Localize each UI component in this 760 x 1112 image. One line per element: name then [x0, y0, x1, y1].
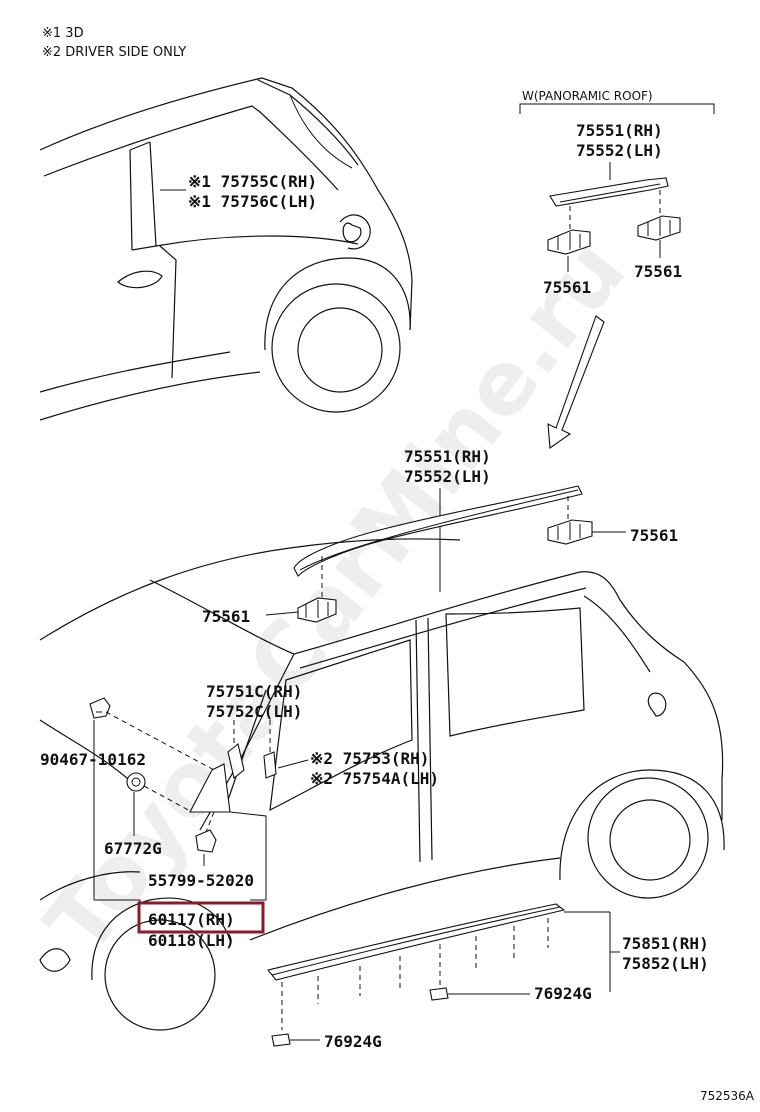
bracket-part	[195, 829, 217, 853]
diagram-code: 752536A	[700, 1089, 755, 1103]
label-grommet: 67772G	[104, 839, 162, 858]
label-clip-rocker-right: 76924G	[534, 984, 592, 1003]
arrow-inset-to-main	[547, 315, 605, 449]
label-clip-main-right: 75561	[630, 526, 678, 545]
panoramic-bracket	[519, 103, 715, 114]
label-roof-rail-top-lh: 75552(LH)	[576, 141, 663, 160]
label-mirror-lh[interactable]: 60118(LH)	[148, 931, 235, 950]
roof-rail-top-part	[549, 177, 669, 207]
clip-top-left-part	[547, 229, 591, 255]
grommet-part	[126, 772, 146, 792]
label-rocker-lh: 75852(LH)	[622, 954, 709, 973]
clip-rocker-left-part	[271, 1033, 291, 1047]
label-clip-main-left: 75561	[202, 607, 250, 626]
label-pillar-lh: ※1 75756C(LH)	[188, 192, 317, 211]
note-driver-side: ※2 DRIVER SIDE ONLY	[42, 45, 186, 60]
label-emblem-rh: ※2 75753(RH)	[310, 749, 429, 768]
label-emblem-lh: ※2 75754A(LH)	[310, 769, 439, 788]
top-car-illustration	[39, 77, 413, 421]
label-roof-rail-main-lh: 75552(LH)	[404, 467, 491, 486]
clip-top-right-part	[637, 215, 681, 241]
label-garnish-rh: 75751C(RH)	[206, 682, 302, 701]
label-pillar-rh: ※1 75755C(RH)	[188, 172, 317, 191]
highlight-box-60117	[137, 901, 265, 934]
label-bracket: 55799-52020	[148, 871, 254, 890]
main-car-illustration	[39, 538, 725, 1031]
label-mirror-rh[interactable]: 60117(RH)	[148, 910, 235, 929]
label-roof-rail-main-rh: 75551(RH)	[404, 447, 491, 466]
garnish-part	[227, 743, 277, 779]
label-clip-top-right: 75561	[634, 262, 682, 281]
label-rocker-rh: 75851(RH)	[622, 934, 709, 953]
rocker-molding-part	[267, 903, 566, 981]
roof-rail-main-part	[293, 485, 583, 577]
label-clip-rocker-left: 76924G	[324, 1032, 382, 1051]
clip-main-right-part	[547, 519, 593, 545]
label-bolt: 90467-10162	[40, 750, 146, 769]
bolt-part	[89, 697, 111, 719]
note-3d: ※1 3D	[42, 26, 84, 41]
label-roof-rail-top-rh: 75551(RH)	[576, 121, 663, 140]
clip-main-left-part	[297, 597, 337, 623]
panoramic-roof-label: W(PANORAMIC ROOF)	[522, 89, 653, 103]
label-clip-top-left: 75561	[543, 278, 591, 297]
label-garnish-lh: 75752C(LH)	[206, 702, 302, 721]
clip-rocker-right-part	[429, 987, 449, 1001]
